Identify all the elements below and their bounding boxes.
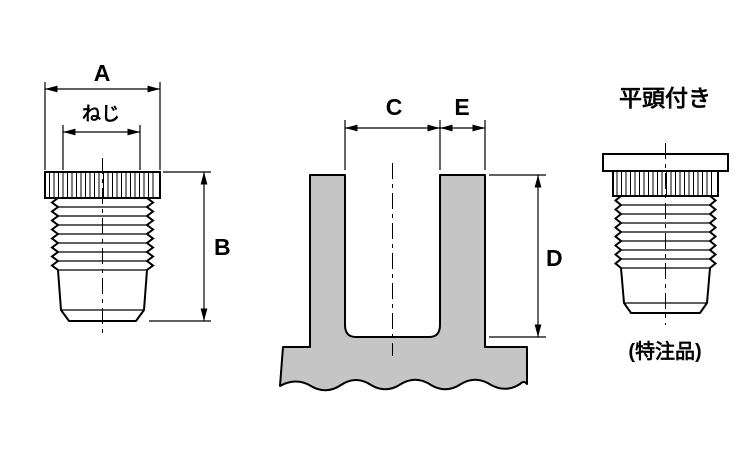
knurl-texture-icon (616, 172, 712, 195)
flat-head-view: 平頭付き (特注品) (602, 85, 729, 363)
dim-label-a: A (94, 60, 111, 86)
dim-label-thread: ねじ (82, 103, 120, 125)
variant-title: 平頭付き (619, 85, 711, 111)
dimension-d: D (489, 174, 563, 338)
knurl-texture-icon (49, 173, 154, 197)
dim-label-d: D (546, 245, 563, 271)
dimension-c: C (344, 94, 441, 170)
dimension-a: A (44, 60, 161, 170)
dim-label-e: E (454, 94, 469, 120)
cross-section-body (279, 174, 528, 392)
cross-section-view: C E D (279, 94, 563, 392)
dimension-e: E (440, 94, 486, 170)
dim-label-b: B (214, 234, 231, 260)
dimension-b: B (149, 171, 231, 322)
dim-label-c: C (386, 94, 403, 120)
plug-side-view: A ねじ B (44, 60, 231, 333)
dimension-thread: ねじ (62, 103, 141, 170)
variant-note: (特注品) (628, 339, 701, 363)
